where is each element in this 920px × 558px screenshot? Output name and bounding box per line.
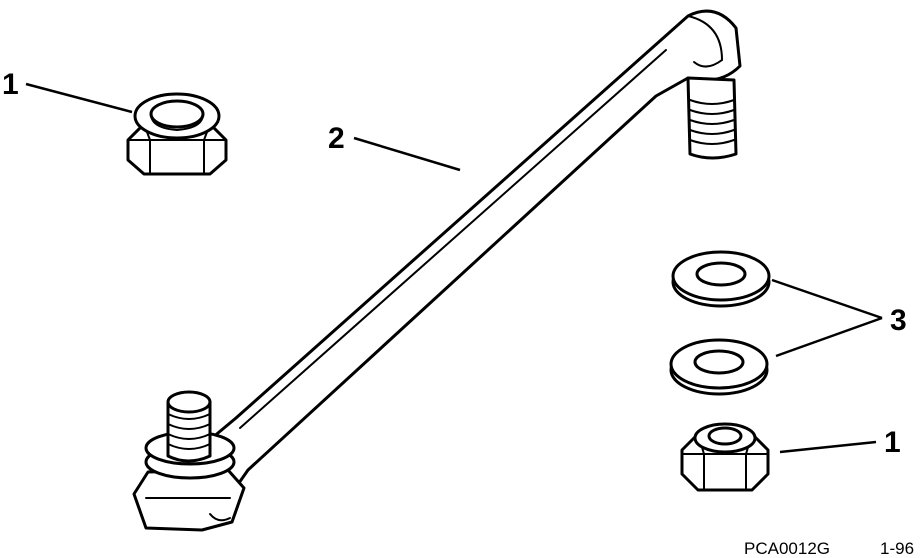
leader-washer-upper: [771, 278, 883, 320]
callout-link-rod: 2: [328, 122, 345, 155]
top-stud-threads: [689, 99, 735, 145]
callout-nut-top: 1: [2, 68, 19, 101]
hex-nut-top: [126, 92, 228, 176]
leader-nut-bottom: [779, 440, 877, 454]
leader-lines: [25, 82, 883, 454]
callout-nut-bottom: 1: [884, 426, 901, 459]
leader-washer-lower: [775, 316, 883, 358]
figure-code: PCA0012G: [744, 539, 830, 558]
flat-washer-lower: [669, 338, 769, 396]
figure-date: 1-96: [880, 539, 914, 558]
leader-nut-top: [25, 82, 133, 114]
bottom-stud-threads: [167, 413, 211, 450]
flat-washer-upper: [671, 250, 771, 308]
hex-nut-bottom: [680, 422, 770, 492]
link-rod: [132, 9, 742, 532]
callout-washers: 3: [890, 304, 907, 337]
leader-link-rod: [353, 136, 461, 172]
